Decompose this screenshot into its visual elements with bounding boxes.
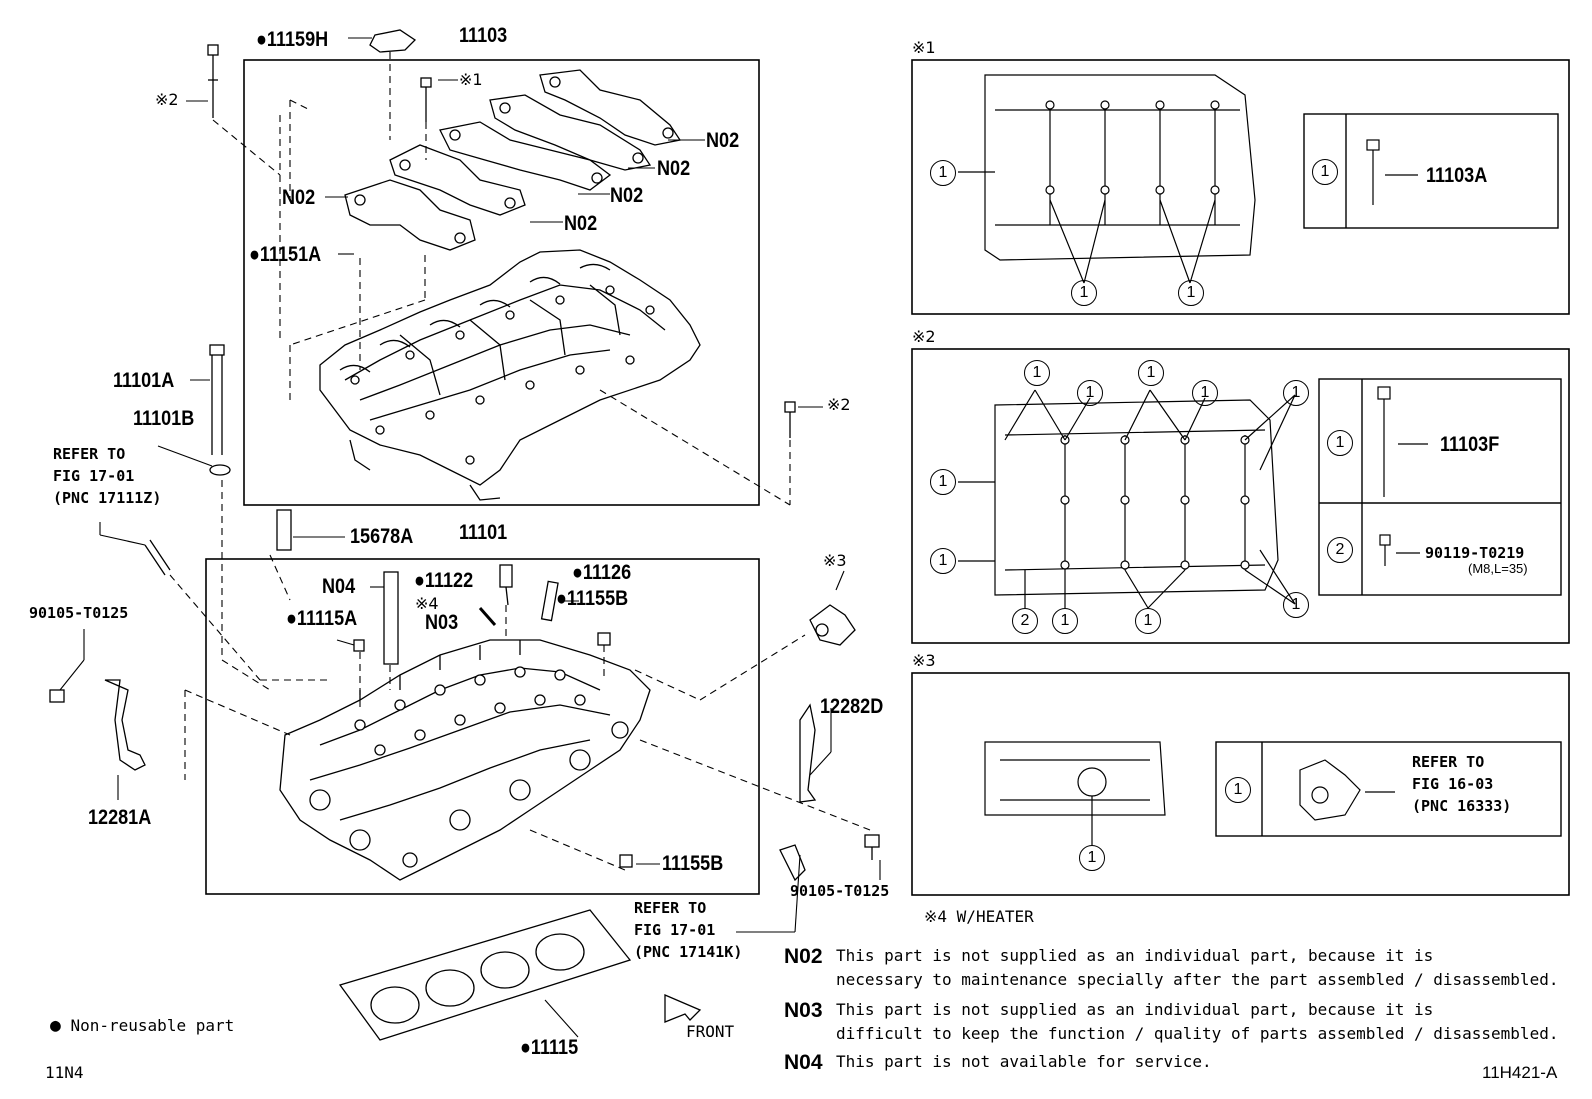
inset-s2-circle-top-b: 1 [1077,380,1103,406]
inset-s2-circle-top-e: 1 [1283,380,1309,406]
inset1-drawing [958,74,1418,284]
inset-s1-circle-left: 1 [930,160,956,186]
callout-n02-c: N02 [610,184,644,207]
callout-11101a: 11101A [113,369,175,392]
callout-n03: N03 [425,611,459,634]
callout-s3-top: ※3 [823,551,847,570]
inset-s2-circle-left-b: 1 [930,548,956,574]
legend-non-reusable: ● Non-reusable part [50,1015,235,1036]
inset-s2-spec: (M8,L=35) [1468,561,1528,576]
callout-11115a: ●11115A [286,607,358,630]
callout-s1-bolt: ※1 [459,70,483,89]
callout-12282d: 12282D [820,695,884,718]
dashed-guides [169,52,871,871]
inset-s1-table-circle: 1 [1312,159,1338,185]
inset-frame-s3 [911,672,1570,896]
callout-90105-right: 90105-T0125 [790,882,890,900]
inset-s2-part2: 90119-T0219 [1425,544,1525,562]
footer-right-code: 11H421-A [1482,1063,1558,1082]
inset-s2-circle-top-a: 1 [1024,360,1050,386]
callout-15678a: 15678A [350,525,414,548]
legend-dot-icon: ● [50,1015,61,1036]
note-code: N03 [784,999,823,1022]
callout-11101b: 11101B [133,407,195,430]
camshaft-housing-drawing [319,249,701,501]
callout-s2-bolt-right: ※2 [827,395,851,414]
callout-s4: ※4 [415,594,439,613]
callout-11126: ●11126 [572,561,632,584]
inset-s2-part1: 11103F [1440,433,1500,456]
inset-s2-circle-bottom-c: 1 [1283,592,1309,618]
callout-11103: 11103 [459,24,508,47]
inset-s2-circle-left-a: 1 [930,469,956,495]
note-text: This part is not available for service. [836,1052,1212,1071]
head-gasket-drawing [338,909,632,1041]
bolts-drawing [144,44,796,576]
callout-90105-left: 90105-T0125 [29,604,129,622]
callout-n02-d: N02 [564,212,598,235]
callout-s2-bolt-top: ※2 [155,90,179,109]
inset-frame-s2 [911,348,1570,644]
inset-s2-circle-top-c: 1 [1138,360,1164,386]
inset-frame-s1 [911,59,1570,315]
callout-n02-b: N02 [657,157,691,180]
callout-n04: N04 [322,575,356,598]
inset-s1-mark: ※1 [912,38,936,57]
callout-12281a: 12281A [88,806,152,829]
inset-s3-table-circle: 1 [1225,777,1251,803]
note-code: N02 [784,945,823,968]
small-parts-drawing [49,564,880,882]
inset-s2-circle-top-d: 1 [1192,380,1218,406]
callout-11155b-bot: 11155B [662,852,724,875]
inset-s1-part: 11103A [1426,164,1488,187]
cylinder-head-drawing [279,639,651,881]
front-arrow-drawing [664,994,702,1023]
callout-11155b-top: ●11155B [556,587,629,610]
inset-s2-circle-bottom-a: 1 [1052,608,1078,634]
callout-11101: 11101 [459,521,508,544]
inset-s3-mark: ※3 [912,651,936,670]
s4-note: ※4 W/HEATER [924,907,1034,926]
inset3-drawing [984,741,1395,846]
inset-s2-table-circle-1: 1 [1327,430,1353,456]
callout-refer-17111z: REFER TO FIG 17-01 (PNC 17111Z) [53,445,162,507]
inset-s3-circle-bottom: 1 [1079,845,1105,871]
note-text: This part is not supplied as an individu… [836,1000,1559,1043]
note-text: This part is not supplied as an individu… [836,946,1559,989]
callout-11151a: ●11151A [249,243,322,266]
leader-lines [59,37,881,1038]
cap-11159h-drawing [369,29,417,53]
cylinder-head-frame [205,558,760,895]
inset2-drawing [958,386,1428,609]
camshaft-housing-frame [243,59,760,506]
callout-11159h: ●11159H [256,28,329,51]
callout-refer-17141k: REFER TO FIG 17-01 (PNC 17141K) [634,899,743,961]
callout-n02-left: N02 [282,186,316,209]
inset-s2-circle-bottom-b: 1 [1135,608,1161,634]
note-code: N04 [784,1051,823,1074]
front-label: FRONT [686,1022,735,1041]
inset-s2-circle-bottom-2: 2 [1012,608,1038,634]
inset-s3-refer: REFER TO FIG 16-03 (PNC 16333) [1412,753,1512,815]
callout-n02-a: N02 [706,129,740,152]
inset-s2-table-circle-2: 2 [1327,537,1353,563]
bearing-caps-drawing [344,69,682,251]
inset-s2-mark: ※2 [912,327,936,346]
inset-s1-circle-bottom-b: 1 [1178,280,1204,306]
footer-left-code: 11N4 [45,1063,84,1082]
callout-11115: ●11115 [520,1036,579,1059]
callout-11122: ●11122 [414,569,474,592]
inset-s1-circle-bottom-a: 1 [1071,280,1097,306]
